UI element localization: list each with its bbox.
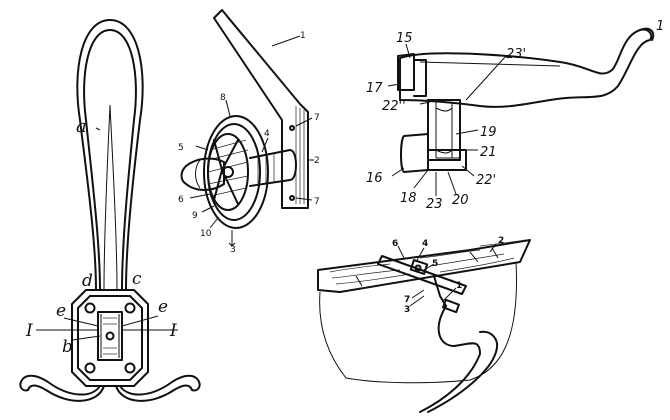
bracket-label-20: 20 — [452, 193, 469, 208]
knob-label-1: 1 — [300, 31, 306, 41]
bracket-label-15: 15 — [396, 31, 413, 46]
rail-label-2: 2 — [498, 236, 504, 246]
bracket-label-22-dprime: 22'' — [382, 99, 406, 114]
mounting-hole — [124, 302, 136, 314]
label-a: a — [76, 116, 87, 137]
bracket-label-21: 21 — [480, 145, 497, 160]
hook-wire-outer — [76, 19, 144, 291]
mounting-hole — [124, 362, 136, 374]
rail-figure: 6 4 5 2 7 3 1 — [317, 236, 531, 413]
hook-arm-left — [19, 374, 101, 396]
hook-clamp — [97, 311, 123, 361]
rail-label-7: 7 — [404, 295, 410, 305]
bracket-figure: 15 1 17 23' 22'' 19 21 22' 16 18 23 20 — [366, 19, 664, 212]
label-e-left: e — [56, 301, 66, 321]
knob-label-9: 9 — [192, 211, 198, 221]
knob-label-5: 5 — [178, 143, 184, 153]
double-hook-figure: a d c e e b I I — [19, 19, 201, 402]
mounting-hole — [84, 362, 96, 374]
rail-label-1: 1 — [456, 281, 462, 291]
bracket-label-17: 17 — [366, 81, 383, 96]
hook-arm-right — [119, 374, 201, 396]
bracket-label-19: 19 — [480, 125, 497, 140]
bracket-label-23: 23 — [426, 197, 443, 212]
knob-label-8: 8 — [220, 93, 226, 103]
knob-label-7-top: 7 — [314, 113, 320, 123]
knob-label-10: 10 — [200, 229, 212, 239]
rail-label-5: 5 — [432, 259, 438, 269]
knob-shaft — [249, 149, 297, 187]
knob-disc — [203, 115, 269, 229]
hook-strap — [419, 305, 481, 413]
label-d: d — [82, 271, 93, 291]
bracket-arm — [399, 28, 653, 108]
fabric-drape — [319, 261, 518, 384]
knob-label-2: 2 — [314, 156, 320, 166]
label-section-right: I — [169, 321, 177, 341]
knob-label-4: 4 — [264, 129, 270, 139]
knob-label-6: 6 — [178, 195, 184, 205]
bracket-label-16: 16 — [366, 171, 383, 186]
hook-base-plate — [71, 289, 149, 387]
knob-label-3: 3 — [230, 245, 236, 255]
mounting-hole — [84, 302, 96, 314]
wooden-rail — [317, 239, 531, 293]
rail-label-3: 3 — [404, 305, 410, 315]
label-e-right: e — [158, 297, 168, 317]
hook-wire-inner — [83, 29, 137, 291]
knob-figure: 1 8 4 5 6 9 10 3 2 7 7 — [178, 9, 320, 255]
label-c: c — [132, 269, 142, 289]
bracket-label-22-prime: 22' — [476, 173, 496, 188]
bracket-label-1: 1 — [656, 19, 664, 34]
rail-label-6: 6 — [392, 239, 398, 249]
bracket-bottom-block — [400, 133, 429, 173]
knob-label-7-bottom: 7 — [314, 197, 320, 207]
rail-label-4: 4 — [422, 239, 428, 249]
label-b: b — [62, 337, 73, 357]
bracket-label-23-prime: 23' — [506, 47, 526, 62]
label-section-left: I — [25, 321, 33, 341]
knob-bulb — [180, 157, 225, 191]
bracket-label-18: 18 — [400, 191, 417, 206]
rail-clamp-bar — [377, 255, 467, 295]
